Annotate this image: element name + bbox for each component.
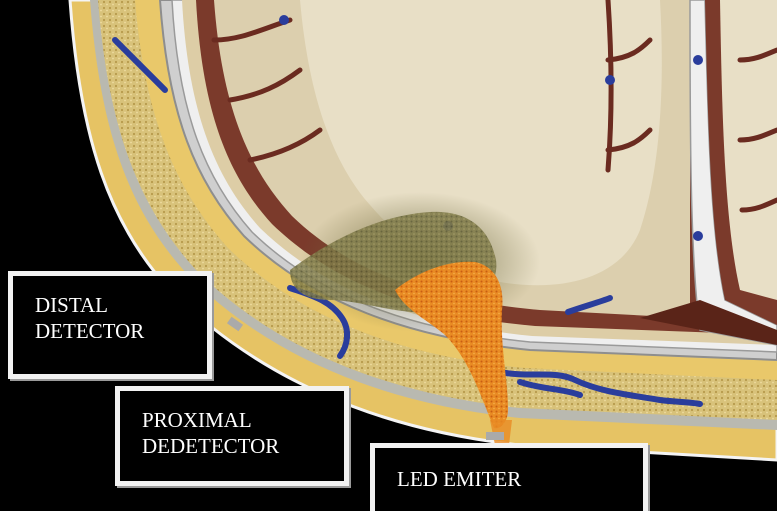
led-emitter-label-text: LED EMITER bbox=[397, 466, 643, 492]
distal-detector-label-line1: DISTAL bbox=[35, 292, 207, 318]
proximal-detector-label-line1: PROXIMAL bbox=[142, 407, 344, 433]
proximal-detector-label-line2: DEDETECTOR bbox=[142, 433, 344, 459]
distal-detector-label: DISTAL DETECTOR bbox=[8, 271, 212, 379]
led-emitter-label: LED EMITER bbox=[370, 443, 648, 511]
proximal-detector-label: PROXIMAL DEDETECTOR bbox=[115, 386, 349, 486]
distal-detector-label-line2: DETECTOR bbox=[35, 318, 207, 344]
emitter-optode bbox=[486, 432, 504, 440]
